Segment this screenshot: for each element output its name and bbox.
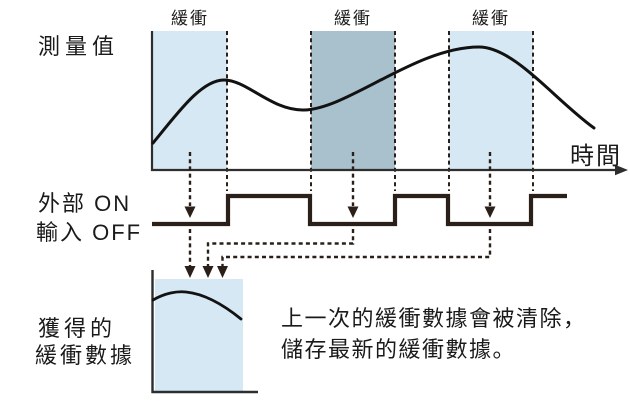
transfer-line-3 [221, 229, 492, 266]
note-line-2: 儲存最新的緩衝數據。 [281, 337, 517, 362]
note-text: 上一次的緩衝數據會被清除， 儲存最新的緩衝數據。 [281, 303, 587, 365]
obtained-label-line1: 獲得的 [38, 316, 117, 341]
buffer-label-1: 緩衝 [171, 9, 209, 28]
trigger-arrowhead-1 [184, 206, 196, 218]
time-axis-arrowhead [615, 164, 628, 176]
transfer-arrowhead-3 [217, 266, 228, 278]
transfer-line-2 [206, 229, 355, 266]
buffer-label-2: 緩衝 [334, 9, 372, 28]
obtained-buffer-region [155, 279, 243, 391]
main-axes [150, 31, 619, 172]
transfer-arrowhead-1 [184, 266, 196, 278]
measurement-curve [151, 45, 596, 145]
buffer-region-3 [449, 31, 533, 170]
trigger-arrow-lines [188, 152, 492, 266]
region-boundary-lines [226, 31, 534, 191]
obtained-label-line2: 緩衝數據 [35, 343, 136, 368]
buffer-region-2-old [311, 31, 395, 170]
buffer-label-3: 緩衝 [472, 9, 510, 28]
note-line-1: 上一次的緩衝數據會被清除， [281, 306, 587, 331]
obtained-buffer-curve [151, 290, 243, 321]
external-on-label: 外部 ON [38, 191, 132, 216]
obtained-chart-axes [151, 270, 258, 394]
input-off-label: 輸入 OFF [36, 220, 143, 245]
arrowheads [184, 206, 496, 278]
trigger-arrowhead-3 [484, 206, 496, 218]
measured-value-label: 測量值 [38, 34, 120, 59]
time-label: 時間 [570, 143, 622, 170]
trigger-arrowhead-2 [347, 206, 359, 218]
external-input-waveform [152, 193, 567, 227]
transfer-arrowhead-2 [202, 266, 214, 278]
